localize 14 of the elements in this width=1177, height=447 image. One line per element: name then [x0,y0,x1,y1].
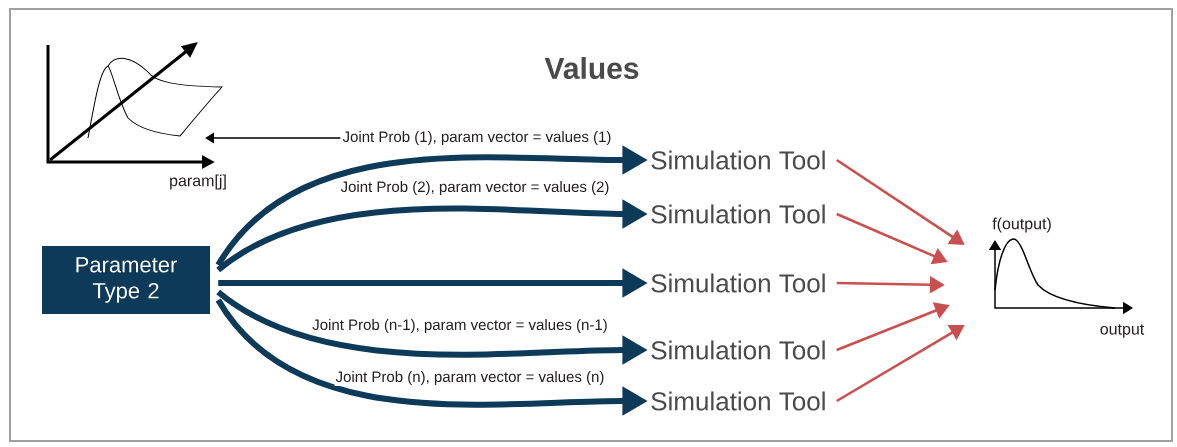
edge-label: Joint Prob (n-1), param vector = values (n-1) [312,319,607,333]
axis-label: f(output) [992,217,1051,233]
title: Values [544,57,639,79]
edge-label: Joint Prob (n), param vector = values (n) [335,371,604,385]
tool-label: Simulation Tool [651,150,825,170]
parameter-box: Parameter Type 2 [42,246,210,314]
tool-label: Simulation Tool [651,391,825,411]
tool-label: Simulation Tool [651,204,825,224]
tool-label: Simulation Tool [651,273,825,293]
axis-label: param[j] [170,174,226,190]
axis-label: output [1100,324,1145,338]
tool-label: Simulation Tool [651,340,825,360]
edge-label: Joint Prob (2), param vector = values (2) [340,181,609,195]
annotation-text: Joint Prob (1), param vector = values (1) [342,131,611,145]
